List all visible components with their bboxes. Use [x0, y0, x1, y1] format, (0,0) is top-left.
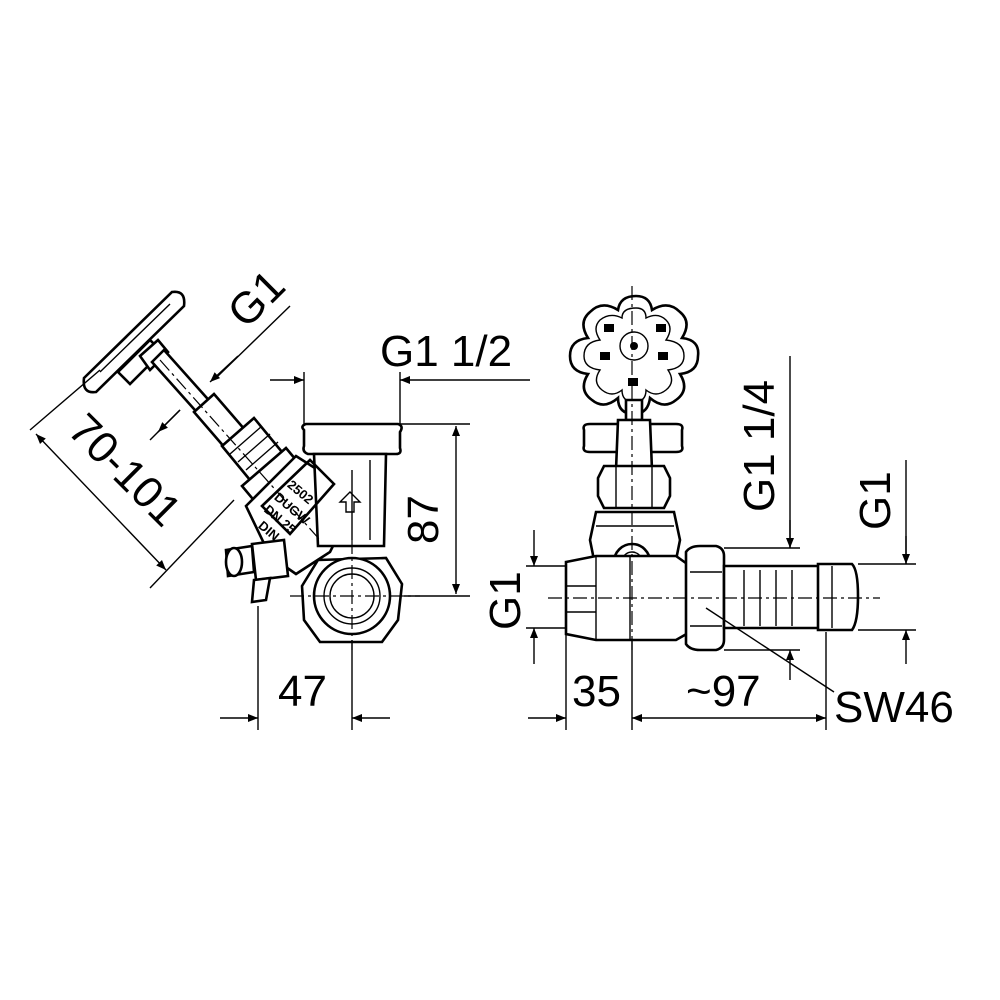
label-right-thread-left: G1	[481, 571, 530, 630]
dimension-right-thread-left: G1	[481, 530, 566, 664]
dimension-right-thread-top: G1 1/4	[724, 356, 800, 680]
label-right-thread-end: G1	[851, 471, 900, 530]
dimension-nut-size: SW46	[705, 607, 954, 732]
centerline-left-spindle	[159, 359, 321, 541]
dimension-left-width: 47	[220, 606, 390, 730]
label-left-width: 47	[278, 667, 327, 716]
dimension-left-thread-top: G1	[209, 261, 295, 383]
label-right-offset: 35	[572, 667, 621, 716]
dimension-main-thread: G1 1/2	[270, 327, 530, 424]
dimension-right-length: ~97	[686, 632, 827, 730]
label-main-thread: G1 1/2	[380, 327, 512, 376]
label-handle-travel: 70-101	[59, 404, 191, 536]
label-right-thread-top: G1 1/4	[735, 380, 784, 512]
right-valve-view: G1 35 ~97 SW46 G1 1/4	[481, 286, 954, 732]
dimension-height: 87	[399, 423, 470, 597]
label-height: 87	[399, 495, 448, 544]
valve-body-left	[224, 422, 404, 644]
left-valve-view: 2502 DUGW DN 25 DIN G1 70-101 G1 1/2	[29, 261, 530, 730]
label-nut-size: SW46	[834, 683, 954, 732]
dimension-right-thread-end: G1	[851, 460, 916, 664]
label-left-thread-top: G1	[218, 261, 294, 337]
label-right-length: ~97	[686, 667, 761, 716]
stem-and-bonnet	[582, 398, 684, 582]
handwheel-top	[568, 294, 700, 416]
dimension-right-offset: 35	[528, 634, 826, 730]
